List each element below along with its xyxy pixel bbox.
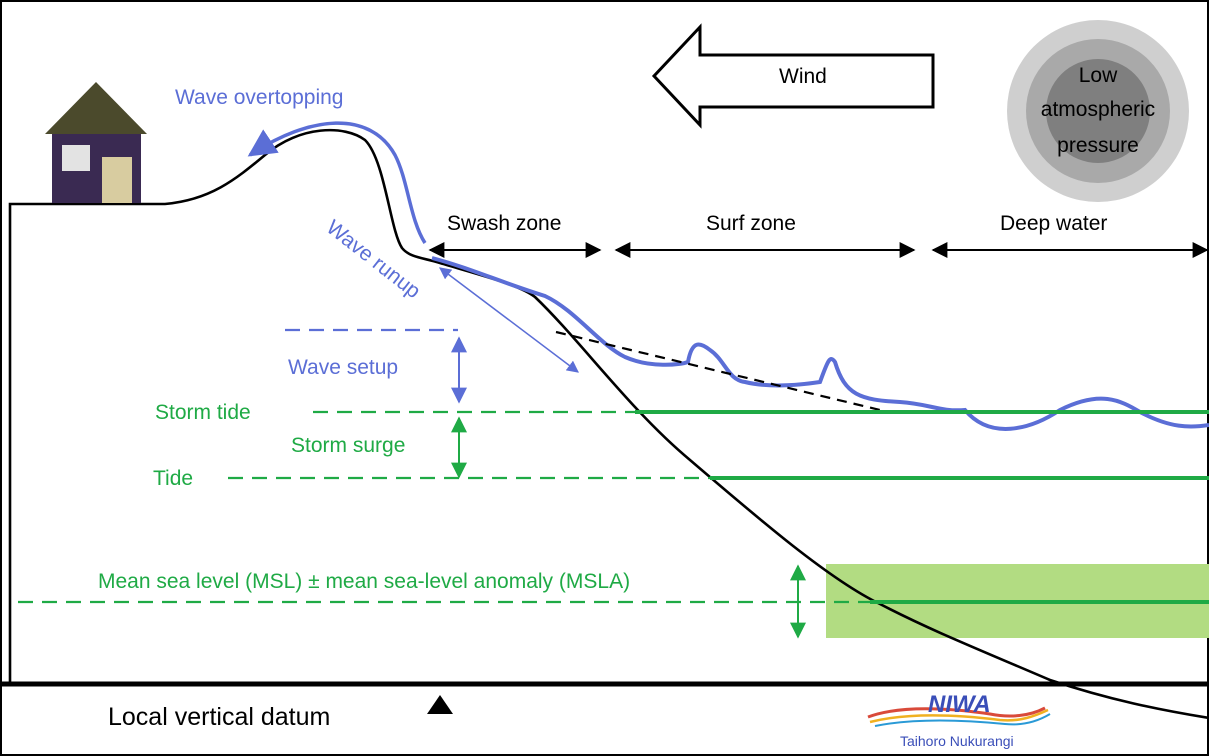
msl-label: Mean sea level (MSL) ± mean sea-level an… <box>98 570 630 593</box>
pressure-label-line1: Low <box>1079 64 1118 87</box>
wind-label: Wind <box>779 65 827 88</box>
low-pressure-icon <box>1007 20 1189 202</box>
pressure-label-line2: atmospheric <box>1041 98 1155 121</box>
tide-label: Tide <box>153 467 193 490</box>
wave-surface <box>431 256 1209 431</box>
storm-tide-label: Storm tide <box>155 401 251 424</box>
surf-zone-label: Surf zone <box>706 212 796 235</box>
wave-runup-label: Wave runup <box>322 216 425 303</box>
wind-arrow-icon <box>651 23 935 129</box>
storm-surge-label: Storm surge <box>291 434 405 457</box>
wave-overtopping-label: Wave overtopping <box>175 86 343 109</box>
datum-triangle-icon <box>427 695 453 714</box>
deep-water-label: Deep water <box>1000 212 1107 235</box>
setup-slope <box>555 330 881 412</box>
niwa-logo-text: NIWA <box>928 691 991 718</box>
pressure-label-line3: pressure <box>1057 134 1139 157</box>
datum-label: Local vertical datum <box>108 703 330 731</box>
swash-zone-label: Swash zone <box>447 212 561 235</box>
house-icon <box>45 82 147 203</box>
niwa-tagline: Taihoro Nukurangi <box>900 733 1014 749</box>
wave-runup-arrow <box>439 267 579 373</box>
niwa-logo-icon <box>867 706 1051 727</box>
wave-setup-label: Wave setup <box>288 356 398 379</box>
wave-overtopping-arrow <box>247 121 427 244</box>
